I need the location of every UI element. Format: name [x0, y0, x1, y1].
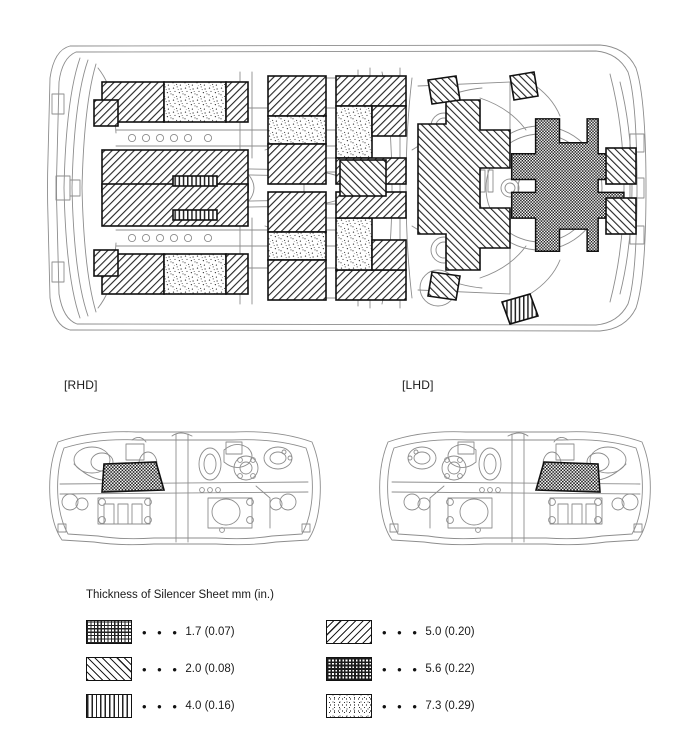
legend-item-5.0: • • • 5.0 (0.20)	[326, 619, 475, 645]
patch-2.0	[267, 191, 327, 233]
patch-4.0	[172, 175, 218, 187]
legend-dots: • • •	[142, 624, 181, 640]
patch-2.0	[371, 105, 407, 137]
patch-5.0	[605, 147, 637, 185]
legend-dots: • • •	[382, 698, 421, 714]
legend-value-2.0: 2.0 (0.08)	[185, 663, 235, 675]
legend-item-4.0: • • • 4.0 (0.16)	[86, 693, 235, 719]
legend-dots: • • •	[382, 624, 421, 640]
patch-4.0	[500, 293, 540, 325]
patch-5.6	[101, 461, 166, 493]
patch-7.3	[267, 115, 327, 145]
legend-swatch-fine-checkerboard-icon	[86, 620, 132, 644]
legend-value-5.0: 5.0 (0.20)	[425, 626, 475, 638]
legend-swatch-vertical-lines-icon	[86, 694, 132, 718]
patch-4.0	[172, 209, 218, 221]
patch-7.3	[335, 105, 373, 159]
patch-2.0	[335, 269, 407, 301]
silencer-patch-group-rhd	[101, 461, 166, 493]
patch-2.0	[335, 75, 407, 107]
legend-dots: • • •	[142, 698, 181, 714]
patch-2.0	[225, 253, 249, 295]
legend-swatch-dense-checkerboard-icon	[326, 657, 372, 681]
dash-panel-rhd-diagram	[40, 420, 330, 565]
legend-item-1.7: • • • 1.7 (0.07)	[86, 619, 235, 645]
dash-panel-lhd-diagram	[370, 420, 660, 565]
patch-2.0	[93, 99, 119, 127]
legend-dots: • • •	[382, 661, 421, 677]
silencer-patch-group-main	[93, 71, 637, 325]
patch-7.3	[163, 253, 227, 295]
patch-2.0	[267, 259, 327, 301]
patch-5.0	[509, 71, 539, 101]
patch-2.0	[267, 143, 327, 185]
patch-2.0	[93, 249, 119, 277]
legend-item-7.3: • • • 7.3 (0.29)	[326, 693, 475, 719]
patch-7.3	[163, 81, 227, 123]
legend-grid: • • • 1.7 (0.07) • • • 2.0 (0.08) • • • …	[86, 619, 646, 723]
patch-2.0	[225, 81, 249, 123]
patch-5.6	[534, 461, 601, 493]
patch-5.0	[417, 99, 511, 271]
legend-item-2.0: • • • 2.0 (0.08)	[86, 656, 235, 682]
patch-5.0	[339, 159, 387, 197]
legend-value-4.0: 4.0 (0.16)	[185, 700, 235, 712]
legend: Thickness of Silencer Sheet mm (in.) • •…	[86, 589, 646, 723]
patch-2.0	[267, 75, 327, 117]
patch-5.6	[510, 118, 625, 253]
legend-swatch-random-stipple-icon	[326, 694, 372, 718]
legend-swatch-diagonal-hatch-down-icon	[326, 620, 372, 644]
patch-5.0	[427, 271, 461, 301]
patch-5.0	[605, 197, 637, 235]
legend-value-7.3: 7.3 (0.29)	[425, 700, 475, 712]
patch-2.0	[371, 239, 407, 271]
patch-5.0	[427, 75, 461, 105]
patch-7.3	[267, 231, 327, 261]
floor-pan-underbody-diagram	[40, 38, 652, 338]
view-label-rhd: [RHD]	[64, 378, 98, 392]
legend-value-1.7: 1.7 (0.07)	[185, 626, 235, 638]
silencer-patch-group-lhd	[534, 461, 601, 493]
view-label-lhd: [LHD]	[402, 378, 434, 392]
legend-title: Thickness of Silencer Sheet mm (in.)	[86, 589, 274, 601]
patch-7.3	[335, 217, 373, 271]
legend-value-5.6: 5.6 (0.22)	[425, 663, 475, 675]
legend-swatch-diagonal-hatch-up-icon	[86, 657, 132, 681]
legend-dots: • • •	[142, 661, 181, 677]
legend-item-5.6: • • • 5.6 (0.22)	[326, 656, 475, 682]
